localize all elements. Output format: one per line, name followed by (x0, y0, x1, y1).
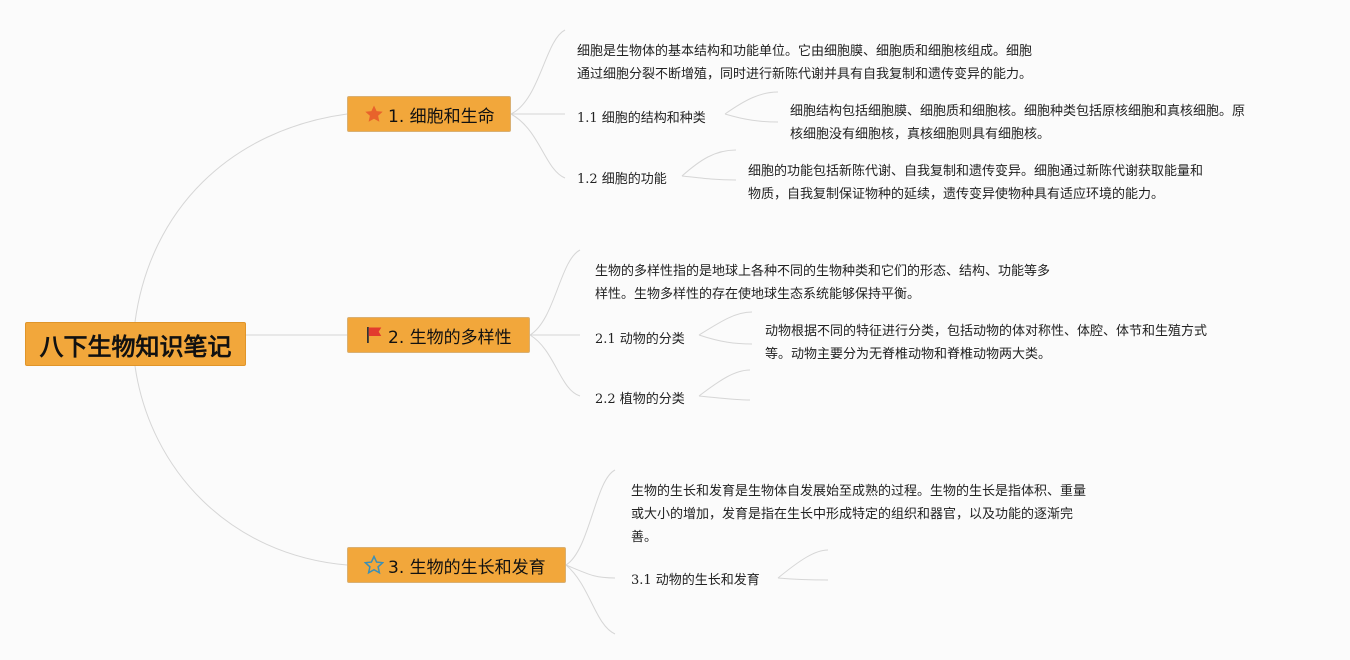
detail-line: 核细胞没有细胞核，真核细胞则具有细胞核。 (790, 127, 1051, 142)
sub-topic-1-1[interactable]: 1.1 细胞的结构和种类 (577, 107, 706, 126)
detail-line: 细胞的功能包括新陈代谢、自我复制和遗传变异。细胞通过新陈代谢获取能量和 (748, 164, 1204, 179)
summary-line: 生物的生长和发育是生物体自发展始至成熟的过程。生物的生长是指体积、重量 (631, 484, 1087, 499)
branch-label: 1. 细胞和生命 (388, 106, 495, 127)
sub-topic-detail: 动物根据不同的特征进行分类，包括动物的体对称性、体腔、体节和生殖方式 等。动物主… (765, 320, 1207, 366)
sub-topic-2-2[interactable]: 2.2 植物的分类 (595, 388, 685, 407)
sub-topic-label: 1.1 细胞的结构和种类 (577, 111, 706, 126)
star-filled-icon (364, 104, 384, 124)
branch-summary: 细胞是生物体的基本结构和功能单位。它由细胞膜、细胞质和细胞核组成。细胞 通过细胞… (577, 40, 1032, 86)
sub-topic-2-1[interactable]: 2.1 动物的分类 (595, 328, 685, 347)
summary-line: 生物的多样性指的是地球上各种不同的生物种类和它们的形态、结构、功能等多 (595, 264, 1051, 279)
summary-line: 通过细胞分裂不断增殖，同时进行新陈代谢并具有自我复制和遗传变异的能力。 (577, 67, 1033, 82)
root-label: 八下生物知识笔记 (39, 332, 232, 361)
sub-topic-label: 2.1 动物的分类 (595, 332, 685, 347)
sub-topic-label: 3.1 动物的生长和发育 (631, 573, 760, 588)
branch-label: 3. 生物的生长和发育 (388, 557, 546, 578)
detail-line: 物质，自我复制保证物种的延续，遗传变异使物种具有适应环境的能力。 (748, 187, 1165, 202)
root-node[interactable]: 八下生物知识笔记 (25, 322, 246, 366)
star-outline-icon (364, 555, 384, 575)
sub-topic-label: 2.2 植物的分类 (595, 392, 685, 407)
branch-label: 2. 生物的多样性 (388, 327, 512, 348)
branch-node-growth-and-development[interactable]: 3. 生物的生长和发育 (347, 547, 566, 583)
detail-line: 动物根据不同的特征进行分类，包括动物的体对称性、体腔、体节和生殖方式 (765, 324, 1208, 339)
red-flag-icon (364, 325, 384, 345)
branch-node-cells-and-life[interactable]: 1. 细胞和生命 (347, 96, 511, 132)
sub-topic-detail: 细胞的功能包括新陈代谢、自我复制和遗传变异。细胞通过新陈代谢获取能量和 物质，自… (748, 160, 1203, 206)
sub-topic-1-2[interactable]: 1.2 细胞的功能 (577, 168, 667, 187)
sub-topic-detail: 细胞结构包括细胞膜、细胞质和细胞核。细胞种类包括原核细胞和真核细胞。原 核细胞没… (790, 100, 1245, 146)
detail-line: 细胞结构包括细胞膜、细胞质和细胞核。细胞种类包括原核细胞和真核细胞。原 (790, 104, 1246, 119)
detail-line: 等。动物主要分为无脊椎动物和脊椎动物两大类。 (765, 347, 1052, 362)
branch-summary: 生物的生长和发育是生物体自发展始至成熟的过程。生物的生长是指体积、重量 或大小的… (631, 480, 1086, 549)
summary-line: 善。 (631, 530, 658, 545)
branch-node-biodiversity[interactable]: 2. 生物的多样性 (347, 317, 530, 353)
sub-topic-label: 1.2 细胞的功能 (577, 172, 667, 187)
summary-line: 或大小的增加，发育是指在生长中形成特定的组织和器官，以及功能的逐渐完 (631, 507, 1074, 522)
sub-topic-3-1[interactable]: 3.1 动物的生长和发育 (631, 569, 760, 588)
branch-summary: 生物的多样性指的是地球上各种不同的生物种类和它们的形态、结构、功能等多 样性。生… (595, 260, 1050, 306)
summary-line: 细胞是生物体的基本结构和功能单位。它由细胞膜、细胞质和细胞核组成。细胞 (577, 44, 1033, 59)
summary-line: 样性。生物多样性的存在使地球生态系统能够保持平衡。 (595, 287, 921, 302)
